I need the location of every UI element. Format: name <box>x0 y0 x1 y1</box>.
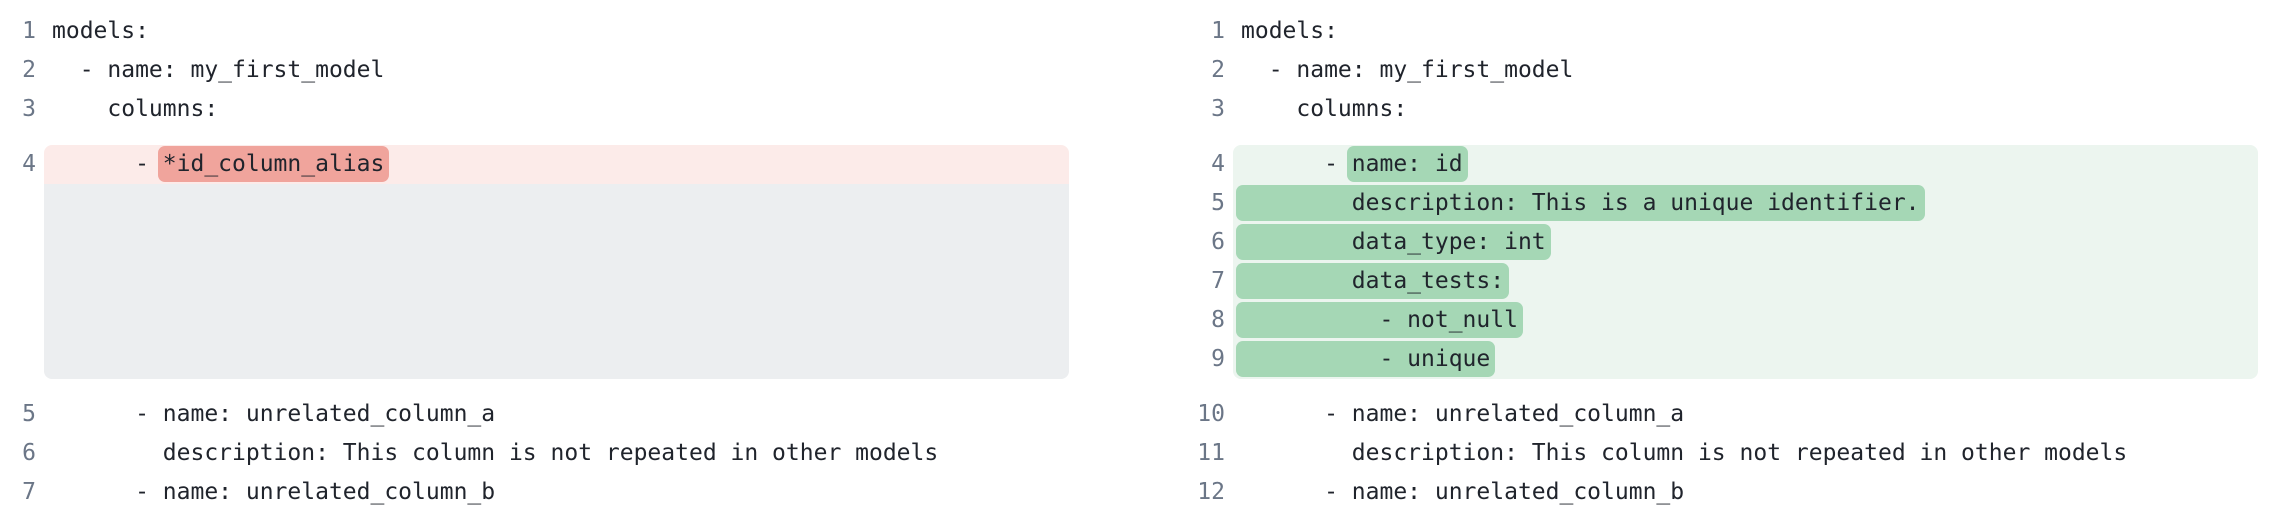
added-line-background: description: This is a unique identifier… <box>1233 184 2258 223</box>
line-number: 2 <box>1211 57 1225 83</box>
code-line: 12 - name: unrelated_column_b <box>1197 473 2258 512</box>
code-line: 5 - name: unrelated_column_a <box>8 395 1069 434</box>
line-number-empty <box>8 184 36 379</box>
code-line-added: 7 data_tests: <box>1197 262 2258 301</box>
removed-line-background: - *id_column_alias <box>44 145 1069 184</box>
code-line-added: 4 - name: id <box>1197 145 2258 184</box>
added-token: - not_null <box>1236 302 1523 338</box>
added-token: - unique <box>1236 341 1496 377</box>
code-line-removed: 4 - *id_column_alias <box>8 145 1069 184</box>
code-text: columns: <box>1241 96 1408 122</box>
line-number: 1 <box>1211 18 1225 44</box>
code-text: - name: my_first_model <box>52 57 385 83</box>
spacer-background <box>44 184 1069 379</box>
code-text: models: <box>52 18 149 44</box>
added-token: description: This is a unique identifier… <box>1236 185 1925 221</box>
code-line: 2 - name: my_first_model <box>1197 51 2258 90</box>
code-line: 1 models: <box>8 12 1069 51</box>
line-number: 7 <box>1211 268 1225 294</box>
line-number: 5 <box>22 401 36 427</box>
code-text: - <box>1241 151 1352 177</box>
line-number: 5 <box>1211 190 1225 216</box>
line-number: 3 <box>22 96 36 122</box>
code-line-added: 8 - not_null <box>1197 301 2258 340</box>
code-line: 3 columns: <box>8 90 1069 129</box>
code-text: - name: unrelated_column_b <box>1241 479 1685 505</box>
line-number: 6 <box>22 440 36 466</box>
line-number: 6 <box>1211 229 1225 255</box>
line-number: 4 <box>22 151 36 177</box>
code-text: description: This column is not repeated… <box>1241 440 2128 466</box>
code-text: - name: unrelated_column_b <box>52 479 496 505</box>
line-number: 4 <box>1211 151 1225 177</box>
code-line-added: 6 data_type: int <box>1197 223 2258 262</box>
code-line: 11 description: This column is not repea… <box>1197 434 2258 473</box>
code-line: 3 columns: <box>1197 90 2258 129</box>
line-number: 7 <box>22 479 36 505</box>
added-line-background: data_tests: <box>1233 262 2258 301</box>
code-line: 6 description: This column is not repeat… <box>8 434 1069 473</box>
code-line: 1 models: <box>1197 12 2258 51</box>
line-number: 8 <box>1211 307 1225 333</box>
line-number: 1 <box>22 18 36 44</box>
code-text: - name: my_first_model <box>1241 57 1574 83</box>
code-line: 7 - name: unrelated_column_b <box>8 473 1069 512</box>
code-text: description: This column is not repeated… <box>52 440 939 466</box>
added-token: data_tests: <box>1236 263 1510 299</box>
code-text: models: <box>1241 18 1338 44</box>
removed-diff-block: 4 - *id_column_alias <box>8 145 1069 379</box>
code-line: 2 - name: my_first_model <box>8 51 1069 90</box>
added-line-background: - not_null <box>1233 301 2258 340</box>
added-line-background: - unique <box>1233 340 2258 379</box>
line-number: 11 <box>1197 440 1225 466</box>
added-line-background: - name: id <box>1233 145 2258 184</box>
added-diff-block: 4 - name: id 5 description: This is a un… <box>1197 145 2258 379</box>
code-line-added: 9 - unique <box>1197 340 2258 379</box>
line-number: 10 <box>1197 401 1225 427</box>
code-line-added: 5 description: This is a unique identifi… <box>1197 184 2258 223</box>
code-text: columns: <box>52 96 219 122</box>
line-number: 12 <box>1197 479 1225 505</box>
diff-panel-after: 1 models: 2 - name: my_first_model 3 col… <box>1139 12 2270 512</box>
code-text: - <box>52 151 163 177</box>
diff-panel-before: 1 models: 2 - name: my_first_model 3 col… <box>8 12 1139 512</box>
line-number: 9 <box>1211 346 1225 372</box>
yaml-diff-view: 1 models: 2 - name: my_first_model 3 col… <box>8 12 2270 512</box>
collapsed-lines-spacer <box>8 184 1069 379</box>
code-text: - name: unrelated_column_a <box>52 401 496 427</box>
code-text: - name: unrelated_column_a <box>1241 401 1685 427</box>
code-line: 10 - name: unrelated_column_a <box>1197 395 2258 434</box>
added-token: data_type: int <box>1236 224 1551 260</box>
line-number: 2 <box>22 57 36 83</box>
removed-token: *id_column_alias <box>157 146 390 182</box>
added-line-background: data_type: int <box>1233 223 2258 262</box>
added-token: name: id <box>1346 146 1468 182</box>
line-number: 3 <box>1211 96 1225 122</box>
